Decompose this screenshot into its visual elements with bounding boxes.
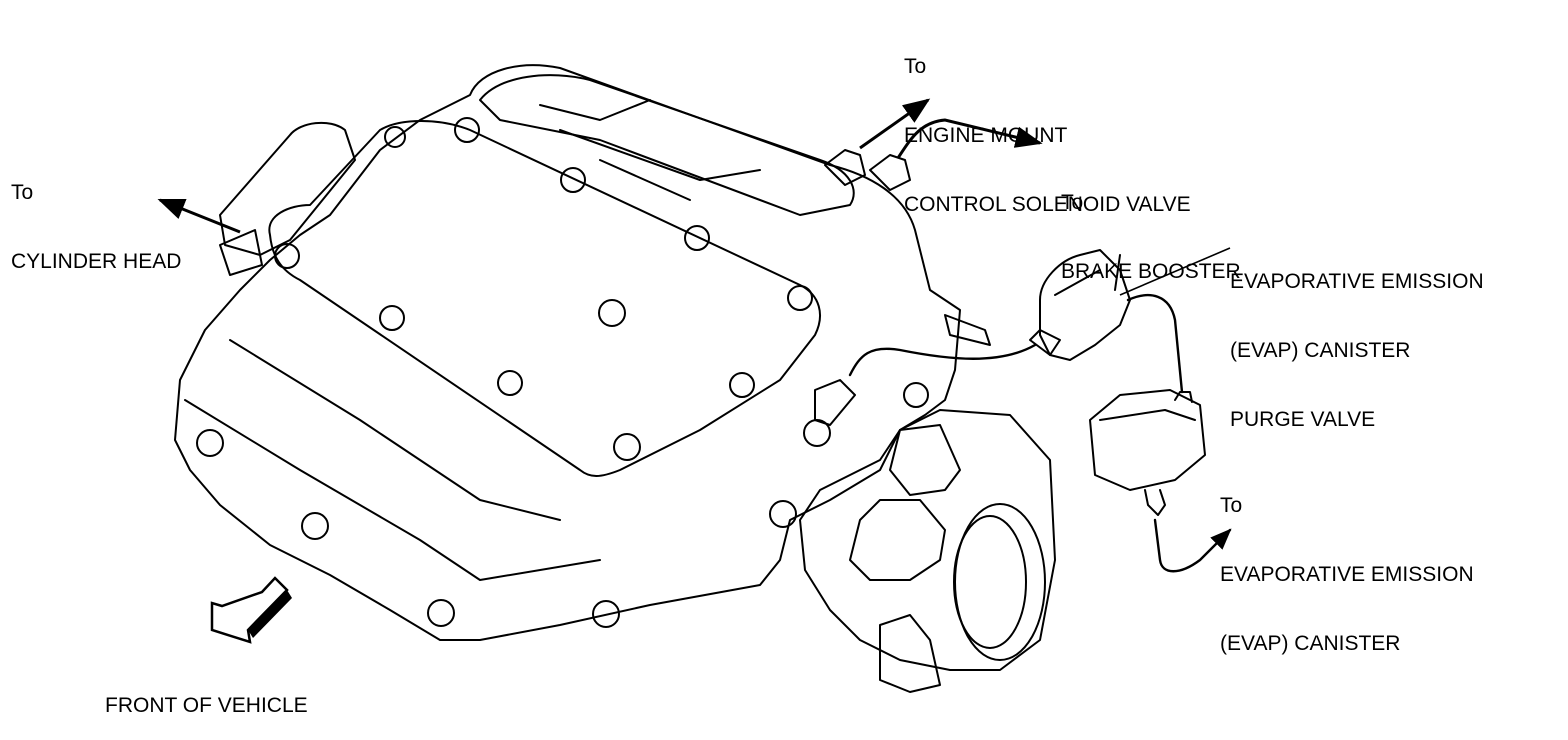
brake-booster-arrow [896,118,1043,159]
label-front-of-vehicle: FRONT OF VEHICLE [105,694,308,717]
canister-hose [1153,518,1232,573]
cylinder-head-fitting [219,121,356,276]
purge-hose-to-manifold [848,343,1037,377]
intake-manifold-outline [174,64,961,641]
label-cylinder-head: To CYLINDER HEAD [11,181,182,273]
label-purge-valve: EVAPORATIVE EMISSION (EVAP) CANISTER PUR… [1230,270,1484,431]
cover-bolt-bosses [274,117,813,461]
purge-valve-leader [1119,247,1231,296]
label-canister: To EVAPORATIVE EMISSION (EVAP) CANISTER [1220,494,1474,655]
cylinder-head-arrow [157,198,241,234]
engine-mount-arrow [859,98,931,150]
front-of-vehicle-arrow-icon [210,576,289,644]
evap-canister-filter [1089,389,1206,491]
manifold-cover-plate [268,120,821,477]
manifold-flange-bolts [196,382,929,628]
intake-manifold-hose-routing-diagram [157,64,1232,693]
label-brake-booster: To BRAKE BOOSTER [1061,191,1241,283]
vacuum-nipples [824,149,911,191]
plenum-top [479,74,855,216]
label-engine-mount: To ENGINE MOUNT CONTROL SOLENOID VALVE [904,55,1191,216]
purge-hose-to-filter [1126,293,1184,394]
evap-purge-valve [1039,249,1131,361]
throttle-body [799,409,1056,671]
